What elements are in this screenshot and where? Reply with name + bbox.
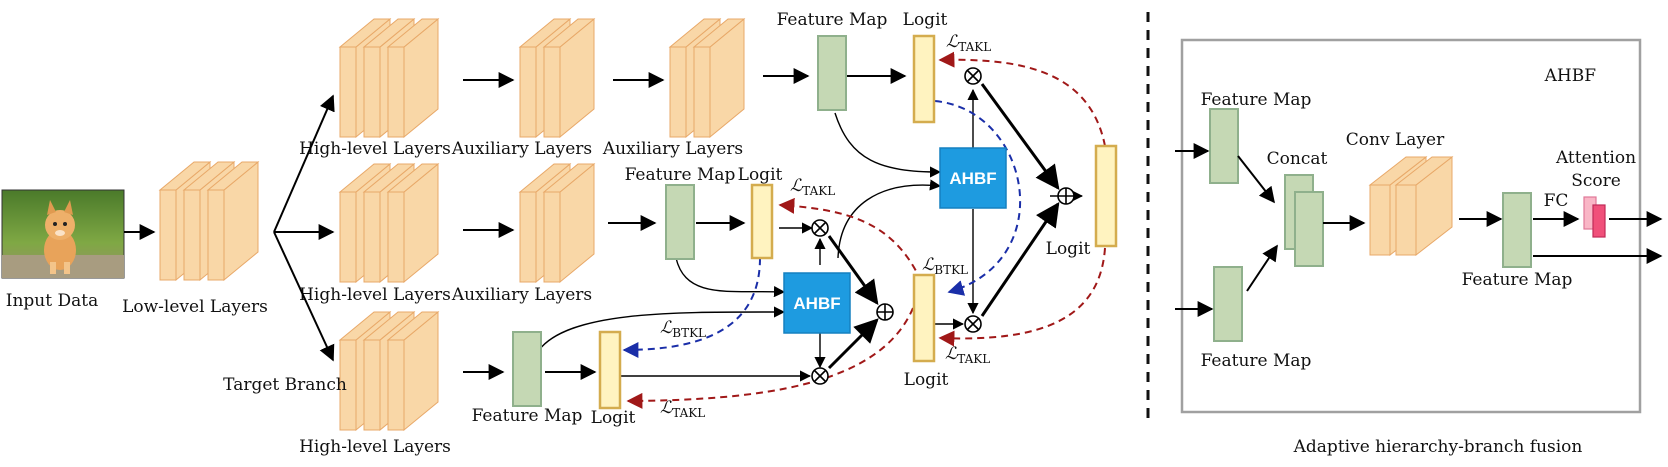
auxiliary-mid-label: Auxiliary Layers [451, 285, 592, 305]
high-level-top-stack [338, 17, 440, 139]
loss-label-takl-lower-right: ℒTAKL [945, 344, 990, 366]
detail-fc-label: FC [1544, 191, 1569, 211]
add-icon [1057, 187, 1075, 205]
logit-final-label: Logit [1046, 239, 1091, 259]
ahbf-lower-label: AHBF [793, 294, 840, 313]
input-image [1, 189, 125, 279]
logit-final [1094, 144, 1118, 248]
detail-attention-label-2: Score [1571, 171, 1621, 191]
ahbf-upper: AHBF [939, 147, 1007, 209]
detail-conv-layer-label: Conv Layer [1346, 130, 1445, 150]
logits [598, 34, 1118, 410]
svg-text:ℒTAKL: ℒTAKL [660, 398, 705, 420]
loss-label-takl-mid: ℒTAKL [790, 176, 835, 198]
auxiliary-top-1-label: Auxiliary Layers [451, 139, 592, 159]
svg-text:ℒTAKL: ℒTAKL [945, 344, 990, 366]
detail-feature-map-bottom-label: Feature Map [1201, 351, 1312, 371]
high-level-bottom-label: High-level Layers [299, 437, 451, 457]
auxiliary-top-1-stack [518, 17, 596, 139]
detail-concat-label: Concat [1267, 149, 1328, 169]
feature-map-bottom-label: Feature Map [472, 406, 583, 426]
detail-arrows [1175, 143, 1663, 317]
svg-text:ℒTAKL: ℒTAKL [790, 176, 835, 198]
low-level-layers-stack [158, 160, 260, 282]
fusion-connections [538, 88, 1084, 382]
auxiliary-top-2-stack [668, 17, 746, 139]
detail-feature-map-top-label: Feature Map [1201, 90, 1312, 110]
logit-top-label: Logit [903, 10, 948, 30]
detail-feature-map-bottom [1213, 266, 1243, 342]
loss-label-takl-top: ℒTAKL [946, 32, 991, 54]
ensemble-arrows [827, 83, 1060, 370]
detail-attention-front [1592, 204, 1606, 238]
feature-map-mid-label: Feature Map [625, 165, 736, 185]
target-branch-label: Target Branch [223, 375, 347, 395]
logit-lower-right [912, 273, 936, 363]
multiply-icon [811, 367, 829, 385]
btkl-arrows [622, 100, 1022, 358]
feature-map-bottom [512, 331, 542, 407]
high-level-bottom-stack [338, 310, 440, 432]
svg-text:ℒTAKL: ℒTAKL [946, 32, 991, 54]
add-icon [876, 303, 894, 321]
detail-concat-front [1294, 191, 1324, 267]
low-level-layers-label: Low-level Layers [122, 297, 268, 317]
feature-map-top-label: Feature Map [777, 10, 888, 30]
multiply-icon [811, 219, 829, 237]
detail-conv-layer-stack [1368, 155, 1454, 257]
svg-text:ℒBTKL: ℒBTKL [660, 318, 706, 340]
svg-text:ℒBTKL: ℒBTKL [922, 255, 968, 277]
input-data-label: Input Data [6, 291, 98, 311]
logit-bottom-label: Logit [591, 408, 636, 428]
detail-feature-map-out [1502, 192, 1532, 268]
loss-label-btkl-right: ℒBTKL [922, 255, 968, 277]
ahbf-lower: AHBF [783, 272, 851, 334]
feature-map-mid [665, 184, 695, 260]
logit-mid [750, 183, 774, 260]
high-level-mid-stack [338, 162, 440, 284]
logit-lower-right-label: Logit [904, 370, 949, 390]
detail-feature-map-out-label: Feature Map [1462, 270, 1573, 290]
multiply-icon [964, 67, 982, 85]
loss-label-btkl-left: ℒBTKL [660, 318, 706, 340]
ahbf-detail-caption: Adaptive hierarchy-branch fusion [1293, 437, 1583, 457]
detail-attention-label-1: Attention [1555, 148, 1636, 168]
logit-mid-label: Logit [738, 165, 783, 185]
ahbf-detail-title: AHBF [1544, 66, 1597, 86]
feature-map-top [817, 35, 847, 111]
takl-arrows [626, 51, 1106, 409]
logit-top [912, 34, 936, 124]
feature-maps [512, 35, 847, 407]
ahbf-upper-label: AHBF [949, 169, 996, 188]
loss-label-takl-bottom: ℒTAKL [660, 398, 705, 420]
high-level-top-label: High-level Layers [299, 139, 451, 159]
operators [811, 67, 1075, 385]
detail-feature-map-top [1209, 108, 1239, 184]
multiply-icon [964, 315, 982, 333]
auxiliary-top-2-label: Auxiliary Layers [602, 139, 743, 159]
main-arrows [124, 68, 907, 380]
logit-bottom [598, 330, 622, 410]
auxiliary-mid-stack [518, 162, 596, 284]
high-level-mid-label: High-level Layers [299, 285, 451, 305]
